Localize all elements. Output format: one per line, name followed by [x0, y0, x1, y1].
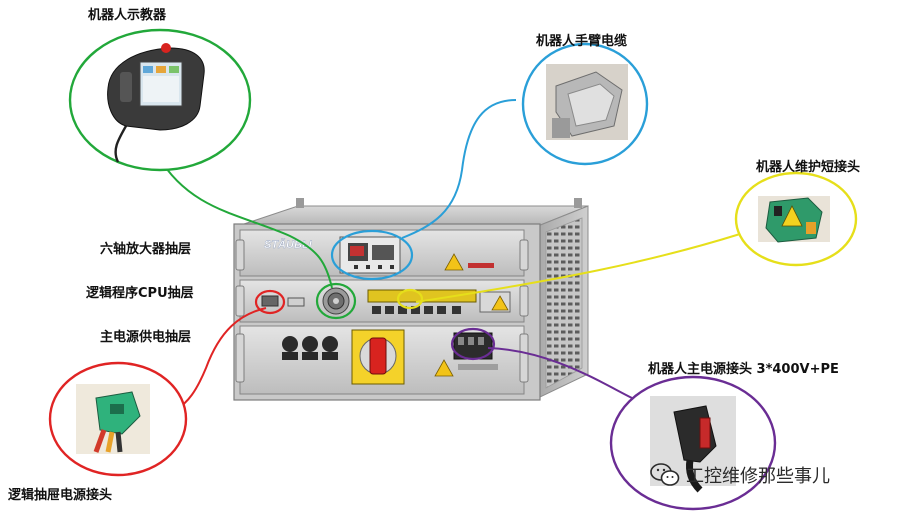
- power-drawer: [235, 325, 529, 395]
- arm-cable-label: 机器人手臂电缆: [536, 34, 628, 49]
- maint-plug-leader: [415, 233, 741, 303]
- cpu-drawer: [235, 279, 529, 323]
- main-power-leader: [487, 347, 633, 399]
- maint-plug-callout: [734, 171, 858, 267]
- maint-plug-label: 机器人维护短接头: [756, 160, 861, 175]
- maint-plug-ring: [396, 288, 424, 310]
- arm-cable-icon: [546, 64, 628, 140]
- logic-power-plug-icon: [76, 384, 150, 454]
- power-drawer-label: 主电源供电抽层: [100, 330, 192, 345]
- wechat-icon: [650, 463, 680, 486]
- teach-pendant-ring: [315, 282, 357, 320]
- arm-cable-ring: [330, 229, 414, 281]
- amplifier-drawer: STÄUBLI: [235, 229, 529, 277]
- logic-power-leader: [175, 307, 267, 411]
- main-power-connector-label: 机器人主电源接头 3*400V+PE: [648, 362, 839, 377]
- watermark-text: 工控维修那些事儿: [686, 466, 830, 487]
- main-power-callout: [609, 375, 777, 511]
- main-power-ring: [450, 327, 496, 361]
- logic-power-connector-label: 逻辑抽屉电源接头: [8, 488, 113, 503]
- maintenance-plug-icon: [758, 196, 830, 243]
- cpu-drawer-label: 逻辑程序CPU抽层: [86, 286, 194, 301]
- teach-pendant-leader: [157, 155, 333, 289]
- watermark: 工控维修那些事儿: [650, 462, 830, 488]
- logic-power-callout: [48, 361, 188, 477]
- arm-cable-callout: [521, 42, 649, 166]
- teach-pendant-label: 机器人示教器: [88, 8, 167, 23]
- amplifier-drawer-label: 六轴放大器抽层: [100, 242, 192, 257]
- teach-pendant-icon: [107, 43, 205, 163]
- arm-cable-leader: [401, 99, 517, 239]
- teach-pendant-callout: [68, 28, 252, 172]
- logic-power-ring: [254, 289, 286, 315]
- controller-cabinet: STÄUBLI: [233, 198, 589, 401]
